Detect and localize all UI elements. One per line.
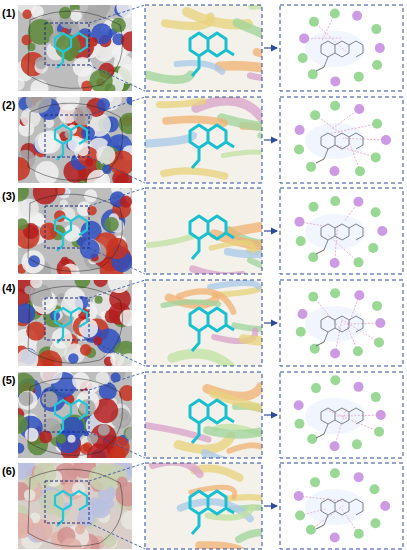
arrow <box>264 505 277 506</box>
zoom-line <box>89 188 145 206</box>
protein-surface <box>18 463 132 549</box>
zoom-line <box>89 248 145 274</box>
zoom-box <box>45 23 89 65</box>
zoom-line <box>89 523 145 549</box>
panel-number: (1) <box>1 7 16 19</box>
zoom-line <box>89 97 145 115</box>
zoom-box <box>45 481 89 523</box>
protein-cartoon <box>145 280 262 366</box>
zoom-line <box>89 5 145 23</box>
zoom-box <box>45 115 89 157</box>
zoom-box <box>45 206 89 248</box>
interaction-map <box>280 463 403 549</box>
arrow <box>264 322 277 323</box>
zoom-box <box>45 390 89 432</box>
docking-row <box>6 85 403 193</box>
zoom-line <box>89 340 145 366</box>
panel-number: (3) <box>1 190 16 202</box>
interaction-map <box>280 280 403 366</box>
docking-row <box>11 0 403 97</box>
docking-row <box>6 179 403 283</box>
protein-cartoon <box>145 463 262 549</box>
panel-number: (5) <box>1 374 16 386</box>
protein-surface <box>18 280 132 366</box>
arrow <box>264 230 277 231</box>
docking-row <box>7 268 403 377</box>
protein-cartoon <box>145 97 262 183</box>
protein-cartoon <box>145 5 262 91</box>
docking-row <box>8 456 403 550</box>
zoom-box <box>45 298 89 340</box>
interaction-map <box>280 5 403 91</box>
zoom-line <box>89 463 145 481</box>
protein-cartoon <box>145 188 262 274</box>
zoom-line <box>89 432 145 458</box>
interaction-map <box>280 372 403 458</box>
interaction-map <box>280 188 403 274</box>
interaction-map <box>280 97 403 183</box>
arrow <box>264 139 277 140</box>
zoom-line <box>89 280 145 298</box>
panel-number: (2) <box>1 99 16 111</box>
protein-cartoon <box>145 372 262 458</box>
protein-surface <box>18 5 132 91</box>
arrow <box>264 414 277 415</box>
zoom-line <box>89 157 145 183</box>
panel-number: (6) <box>1 465 16 477</box>
protein-surface <box>18 372 132 458</box>
zoom-line <box>89 65 145 91</box>
arrow <box>264 47 277 48</box>
docking-row <box>8 361 403 469</box>
zoom-line <box>89 372 145 390</box>
panel-number: (4) <box>1 282 16 294</box>
protein-surface <box>18 97 132 183</box>
protein-surface <box>18 188 132 274</box>
